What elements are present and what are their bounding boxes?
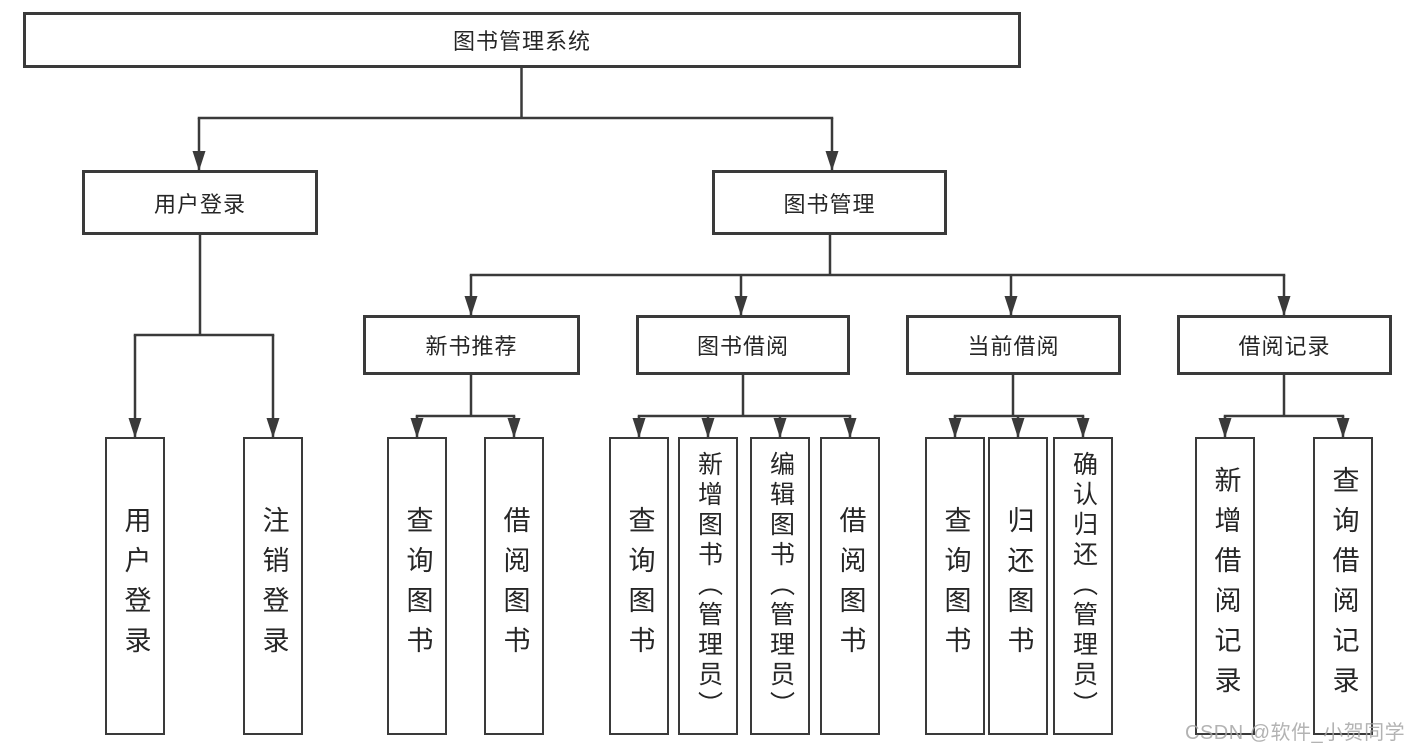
leaf-add-book-admin-label: 新增图书（管理员）: [694, 451, 723, 721]
connector-new-book-group: [415, 373, 516, 418]
leaf-add-borrow-record-label: 新增借阅记录: [1210, 466, 1241, 706]
leaf-logout-label: 注销登录: [258, 506, 289, 666]
connector-records-group: [1223, 373, 1345, 418]
leaf-edit-book-admin: 编辑图书（管理员）: [750, 437, 810, 735]
leaf-return-book: 归还图书: [988, 437, 1048, 735]
node-book-borrowing: 图书借阅: [636, 315, 850, 375]
leaf-search-books-current: 查询图书: [925, 437, 985, 735]
node-borrowing-records: 借阅记录: [1177, 315, 1392, 375]
node-root-label: 图书管理系统: [452, 29, 591, 54]
leaf-return-book-label: 归还图书: [1003, 506, 1034, 666]
leaf-search-books-recommend: 查询图书: [387, 437, 447, 735]
leaf-add-book-admin: 新增图书（管理员）: [678, 437, 738, 735]
leaf-borrow-books-recommend: 借阅图书: [484, 437, 544, 735]
connector-user-login-group: [133, 233, 275, 337]
leaf-search-books-current-label: 查询图书: [940, 506, 971, 666]
node-borrowing-records-label: 借阅记录: [1238, 334, 1331, 359]
node-root: 图书管理系统: [23, 12, 1021, 68]
connector-root-to-level2: [197, 66, 834, 120]
connector-book-management-group: [469, 233, 1286, 277]
node-user-login-label: 用户登录: [153, 191, 246, 217]
watermark: CSDN @软件_小贺同学: [1185, 722, 1405, 744]
node-current-borrowing-label: 当前借阅: [967, 334, 1060, 359]
leaf-search-borrow-record-label: 查询借阅记录: [1328, 466, 1359, 706]
leaf-search-books-borrowing-label: 查询图书: [624, 506, 655, 666]
leaf-search-books-borrowing: 查询图书: [609, 437, 669, 735]
leaf-add-borrow-record: 新增借阅记录: [1195, 437, 1255, 735]
leaf-confirm-return-admin-label: 确认归还（管理员）: [1069, 451, 1098, 721]
node-book-borrowing-label: 图书借阅: [696, 334, 789, 359]
leaf-borrow-books-borrowing: 借阅图书: [820, 437, 880, 735]
leaf-search-borrow-record: 查询借阅记录: [1313, 437, 1373, 735]
leaf-confirm-return-admin: 确认归还（管理员）: [1053, 437, 1113, 735]
node-user-login: 用户登录: [82, 170, 318, 235]
leaf-user-login: 用户登录: [105, 437, 165, 735]
node-new-book-recommend: 新书推荐: [363, 315, 580, 375]
node-current-borrowing: 当前借阅: [906, 315, 1121, 375]
leaf-logout: 注销登录: [243, 437, 303, 735]
leaf-user-login-label: 用户登录: [120, 506, 151, 666]
node-book-management-label: 图书管理: [783, 191, 876, 217]
leaf-edit-book-admin-label: 编辑图书（管理员）: [766, 451, 795, 721]
connector-borrowing-group: [637, 373, 852, 418]
leaf-search-books-recommend-label: 查询图书: [402, 506, 433, 666]
node-book-management: 图书管理: [712, 170, 947, 235]
leaf-borrow-books-borrowing-label: 借阅图书: [835, 506, 866, 666]
leaf-borrow-books-recommend-label: 借阅图书: [499, 506, 530, 666]
connector-current-group: [953, 373, 1085, 418]
node-new-book-recommend-label: 新书推荐: [425, 334, 518, 359]
